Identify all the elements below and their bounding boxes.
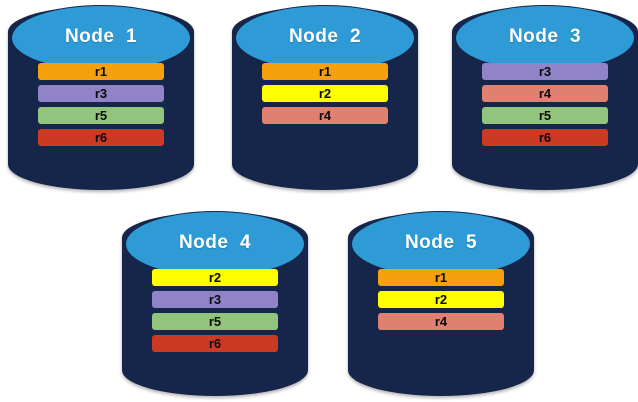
- database-node[interactable]: Node 3 r3 r4 r5 r6: [452, 5, 638, 190]
- record-bar[interactable]: r3: [37, 85, 165, 102]
- node-title: Node 2: [288, 26, 362, 47]
- record-bar[interactable]: r5: [481, 107, 609, 124]
- record-list: r3 r4 r5 r6: [481, 63, 609, 151]
- database-node[interactable]: Node 2 r1 r2 r4: [232, 5, 418, 190]
- record-bar[interactable]: r3: [151, 291, 279, 308]
- record-bar[interactable]: r6: [481, 129, 609, 146]
- cylinder-top-ellipse: [234, 5, 416, 72]
- record-bar[interactable]: r1: [377, 269, 505, 286]
- database-node[interactable]: Node 1 r1 r3 r5 r6: [8, 5, 194, 190]
- record-list: r1 r2 r4: [377, 269, 505, 335]
- node-title: Node 4: [178, 232, 252, 253]
- record-bar[interactable]: r5: [37, 107, 165, 124]
- record-bar[interactable]: r4: [377, 313, 505, 330]
- node-title: Node 1: [64, 26, 138, 47]
- record-bar[interactable]: r2: [151, 269, 279, 286]
- node-title: Node 3: [508, 26, 582, 47]
- record-bar[interactable]: r1: [261, 63, 389, 80]
- record-bar[interactable]: r2: [377, 291, 505, 308]
- node-title: Node 5: [404, 232, 478, 253]
- record-bar[interactable]: r4: [261, 107, 389, 124]
- database-node[interactable]: Node 4 r2 r3 r5 r6: [122, 211, 308, 396]
- record-list: r1 r2 r4: [261, 63, 389, 129]
- record-bar[interactable]: r1: [37, 63, 165, 80]
- cylinder-top-ellipse: [10, 5, 192, 72]
- record-bar[interactable]: r3: [481, 63, 609, 80]
- record-bar[interactable]: r6: [37, 129, 165, 146]
- record-bar[interactable]: r5: [151, 313, 279, 330]
- record-bar[interactable]: r6: [151, 335, 279, 352]
- record-bar[interactable]: r4: [481, 85, 609, 102]
- cylinder-top-ellipse: [350, 211, 532, 278]
- record-list: r1 r3 r5 r6: [37, 63, 165, 151]
- database-node[interactable]: Node 5 r1 r2 r4: [348, 211, 534, 396]
- record-bar[interactable]: r2: [261, 85, 389, 102]
- record-list: r2 r3 r5 r6: [151, 269, 279, 357]
